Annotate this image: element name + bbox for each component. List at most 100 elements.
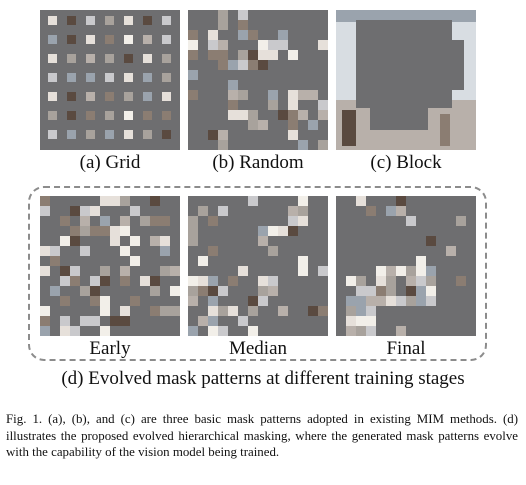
visible-patch xyxy=(40,266,50,276)
visible-patch xyxy=(188,70,198,80)
visible-patch xyxy=(218,60,228,70)
visible-patch xyxy=(298,206,308,216)
visible-patch xyxy=(208,216,218,226)
visible-patch xyxy=(288,216,298,226)
visible-patch xyxy=(160,216,170,226)
visible-patch xyxy=(248,50,258,60)
visible-patch xyxy=(105,35,114,44)
visible-patch xyxy=(70,276,80,286)
visible-patch xyxy=(50,246,60,256)
bridge-strip xyxy=(336,10,476,22)
visible-patch xyxy=(278,30,288,40)
visible-patch xyxy=(90,316,100,326)
visible-patch xyxy=(218,286,228,296)
visible-patch xyxy=(105,54,114,63)
visible-patch xyxy=(124,73,133,82)
visible-patch xyxy=(346,326,356,336)
visible-patch xyxy=(456,216,466,226)
visible-patch xyxy=(248,326,258,336)
visible-patch xyxy=(48,92,57,101)
visible-patch xyxy=(188,326,198,336)
evolved-group-frame xyxy=(28,186,487,361)
visible-patch xyxy=(105,111,114,120)
visible-patch xyxy=(238,90,248,100)
visible-patch xyxy=(346,276,356,286)
visible-patch xyxy=(90,296,100,306)
visible-patch xyxy=(208,276,218,286)
visible-patch xyxy=(228,90,238,100)
visible-patch xyxy=(406,296,416,306)
visible-patch xyxy=(426,276,436,286)
visible-patch xyxy=(80,286,90,296)
visible-patch xyxy=(48,54,57,63)
visible-patch xyxy=(40,196,50,206)
visible-patch xyxy=(80,206,90,216)
visible-patch xyxy=(188,30,198,40)
visible-patch xyxy=(248,196,258,206)
visible-patch xyxy=(396,196,406,206)
visible-patch xyxy=(162,111,171,120)
visible-patch xyxy=(356,316,366,326)
grid-mask-panel xyxy=(40,10,180,150)
visible-patch xyxy=(258,226,268,236)
visible-patch xyxy=(298,266,308,276)
visible-patch xyxy=(198,206,208,216)
visible-patch xyxy=(248,296,258,306)
grid-mask-image xyxy=(48,16,171,139)
visible-patch xyxy=(188,216,198,226)
visible-patch xyxy=(288,50,298,60)
visible-patch xyxy=(120,276,130,286)
visible-patch xyxy=(60,296,70,306)
visible-patch xyxy=(346,316,356,326)
visible-patch xyxy=(238,266,248,276)
visible-patch xyxy=(80,246,90,256)
visible-patch xyxy=(188,50,198,60)
visible-patch xyxy=(170,286,180,296)
visible-patch xyxy=(105,130,114,139)
final-mask-image xyxy=(346,196,466,336)
visible-patch xyxy=(130,296,140,306)
visible-patch xyxy=(86,111,95,120)
visible-patch xyxy=(110,316,120,326)
visible-patch xyxy=(268,286,278,296)
random-mask-panel xyxy=(188,10,328,150)
visible-patch xyxy=(218,306,228,316)
visible-patch xyxy=(160,306,170,316)
visible-patch xyxy=(208,286,218,296)
visible-patch xyxy=(308,306,318,316)
visible-patch xyxy=(86,130,95,139)
visible-patch xyxy=(376,286,386,296)
visible-patch xyxy=(356,286,366,296)
visible-patch xyxy=(70,206,80,216)
visible-patch xyxy=(258,40,268,50)
visible-patch xyxy=(188,90,198,100)
visible-patch xyxy=(366,206,376,216)
visible-patch xyxy=(110,236,120,246)
visible-patch xyxy=(396,296,406,306)
block-label: (c) Block xyxy=(370,152,442,173)
visible-patch xyxy=(406,276,416,286)
visible-patch xyxy=(238,30,248,40)
visible-patch xyxy=(208,326,218,336)
visible-patch xyxy=(208,296,218,306)
visible-patch xyxy=(218,20,228,30)
visible-patch xyxy=(120,246,130,256)
visible-patch xyxy=(124,35,133,44)
person-figure xyxy=(440,114,450,146)
visible-patch xyxy=(120,316,130,326)
visible-patch xyxy=(218,130,228,140)
visible-patch xyxy=(278,226,288,236)
visible-patch xyxy=(48,73,57,82)
visible-patch xyxy=(143,16,152,25)
visible-patch xyxy=(140,216,150,226)
visible-patch xyxy=(268,276,278,286)
visible-patch xyxy=(416,296,426,306)
visible-patch xyxy=(150,306,160,316)
visible-patch xyxy=(150,196,160,206)
visible-patch xyxy=(366,296,376,306)
visible-patch xyxy=(376,266,386,276)
visible-patch xyxy=(162,54,171,63)
visible-patch xyxy=(446,246,456,256)
visible-patch xyxy=(386,286,396,296)
visible-patch xyxy=(228,276,238,286)
